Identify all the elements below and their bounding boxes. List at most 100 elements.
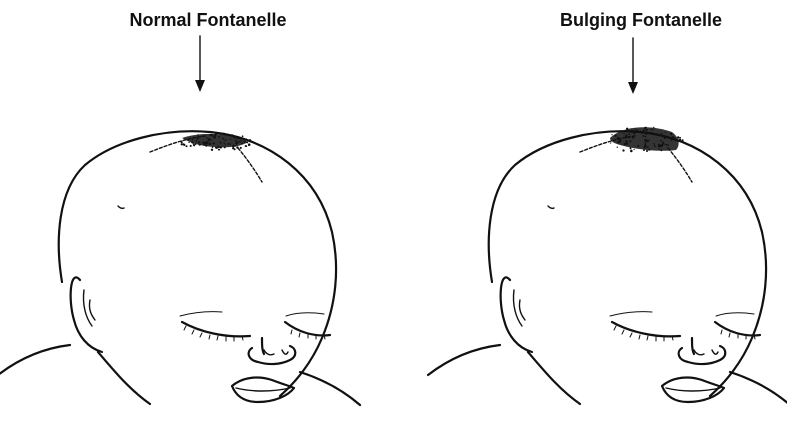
stipple-dot bbox=[665, 132, 666, 133]
stipple-dot bbox=[230, 139, 231, 140]
stipple-dot bbox=[241, 142, 243, 144]
stipple-dot bbox=[203, 143, 205, 145]
stipple-dot bbox=[630, 132, 631, 133]
stipple-dot bbox=[645, 136, 647, 138]
stipple-dot bbox=[249, 139, 251, 141]
stipple-dot bbox=[224, 146, 226, 148]
stipple-dot bbox=[628, 130, 629, 131]
stipple-dot bbox=[619, 141, 621, 143]
stipple-dot bbox=[244, 141, 245, 142]
stipple-dot bbox=[215, 133, 217, 135]
stipple-dot bbox=[181, 143, 183, 145]
stipple-dot bbox=[671, 139, 673, 141]
stipple-dot bbox=[667, 144, 668, 145]
stipple-dot bbox=[662, 141, 664, 143]
stipple-dot bbox=[682, 139, 684, 141]
stipple-dot bbox=[661, 133, 662, 134]
stipple-dot bbox=[660, 149, 662, 151]
stipple-dot bbox=[633, 149, 634, 150]
stipple-dot bbox=[212, 146, 214, 148]
stipple-dot bbox=[211, 149, 213, 151]
stipple-dot bbox=[660, 140, 662, 142]
stipple-dot bbox=[228, 143, 230, 145]
stipple-dot bbox=[630, 147, 632, 149]
stipple-dot bbox=[222, 138, 224, 140]
stipple-dot bbox=[625, 140, 627, 142]
stipple-dot bbox=[643, 149, 645, 151]
stipple-dot bbox=[646, 139, 648, 141]
stipple-dot bbox=[672, 136, 673, 137]
baby-head-normal bbox=[0, 131, 360, 405]
stipple-dot bbox=[645, 129, 647, 131]
stipple-dot bbox=[230, 143, 231, 144]
stipple-dot bbox=[623, 133, 624, 134]
stipple-dot bbox=[246, 138, 248, 140]
stipple-dot bbox=[223, 142, 224, 143]
stipple-dot bbox=[246, 141, 248, 143]
stipple-dot bbox=[632, 137, 634, 139]
stipple-dot bbox=[647, 146, 649, 148]
stipple-dot bbox=[617, 137, 620, 140]
stipple-dot bbox=[629, 140, 631, 142]
stipple-dot bbox=[208, 143, 210, 145]
down-arrow-icon bbox=[195, 36, 205, 92]
stipple-dot bbox=[644, 142, 646, 144]
stipple-dot bbox=[239, 141, 241, 143]
stipple-dot bbox=[637, 145, 639, 147]
stipple-dot bbox=[645, 133, 647, 135]
stipple-dot bbox=[644, 139, 646, 141]
stipple-dot bbox=[197, 137, 199, 139]
stipple-dot bbox=[650, 129, 651, 130]
stipple-dot bbox=[674, 140, 675, 141]
stipple-dot bbox=[658, 146, 660, 148]
stipple-dot bbox=[624, 143, 626, 145]
stipple-dot bbox=[193, 144, 195, 146]
stipple-dot bbox=[641, 132, 642, 133]
stipple-dot bbox=[630, 150, 633, 153]
panel-bulging: Bulging Fontanelle bbox=[428, 10, 787, 405]
stipple-dot bbox=[628, 136, 630, 138]
stipple-dot bbox=[188, 142, 189, 143]
stipple-dot bbox=[679, 137, 681, 139]
stipple-dot bbox=[652, 129, 654, 131]
stipple-dot bbox=[197, 134, 199, 136]
stipple-dot bbox=[206, 137, 207, 138]
stipple-dot bbox=[210, 134, 213, 137]
stipple-dot bbox=[198, 141, 200, 143]
stipple-dot bbox=[219, 147, 220, 148]
stipple-dot bbox=[199, 143, 201, 145]
stipple-dot bbox=[223, 133, 225, 135]
stipple-dot bbox=[653, 127, 654, 128]
fontanelle-region-normal bbox=[181, 133, 252, 151]
stipple-dot bbox=[246, 145, 248, 147]
stipple-dot bbox=[183, 144, 185, 146]
stipple-dot bbox=[636, 130, 638, 132]
stipple-dot bbox=[190, 145, 192, 147]
stipple-dot bbox=[191, 141, 193, 143]
stipple-dot bbox=[677, 136, 680, 139]
stipple-dot bbox=[643, 130, 645, 132]
stipple-dot bbox=[232, 145, 235, 148]
stipple-dot bbox=[648, 149, 650, 151]
stipple-dot bbox=[617, 141, 619, 143]
stipple-dot bbox=[645, 145, 646, 146]
stipple-dot bbox=[625, 136, 627, 138]
stipple-dot bbox=[626, 128, 628, 130]
stipple-dot bbox=[610, 142, 611, 143]
stipple-dot bbox=[231, 134, 232, 135]
stipple-dot bbox=[218, 136, 220, 138]
stipple-dot bbox=[202, 141, 204, 143]
stipple-dot bbox=[234, 148, 236, 150]
stipple-dot bbox=[617, 147, 618, 148]
stipple-dot bbox=[234, 145, 236, 147]
stipple-dot bbox=[236, 143, 238, 145]
stipple-dot bbox=[634, 129, 635, 130]
stipple-dot bbox=[679, 138, 681, 140]
stipple-dot bbox=[631, 129, 632, 130]
stipple-dot bbox=[240, 147, 242, 149]
stipple-dot bbox=[242, 135, 244, 137]
stipple-dot bbox=[188, 139, 190, 141]
stipple-dot bbox=[670, 133, 672, 135]
panel-title-bulging: Bulging Fontanelle bbox=[560, 10, 722, 30]
stipple-dot bbox=[628, 133, 630, 135]
